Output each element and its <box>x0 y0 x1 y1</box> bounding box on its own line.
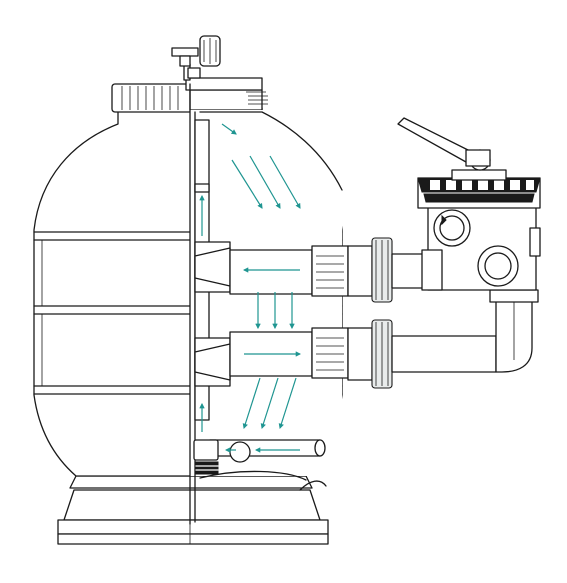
tank-lid <box>111 77 268 113</box>
base-stand <box>57 475 329 545</box>
arrow-down-right-icon <box>231 159 263 209</box>
valve-handle <box>397 117 491 167</box>
arrow-down-right-icon <box>249 155 281 209</box>
arrow-down-right-icon <box>269 155 301 209</box>
arrow-down-right-icon <box>221 123 237 135</box>
drain-plug <box>193 439 327 491</box>
arrow-down-left-icon <box>242 377 261 430</box>
lower-pipe-connection <box>347 319 497 389</box>
multiport-valve <box>417 149 541 291</box>
flow-arrows <box>199 123 302 453</box>
pressure-gauge <box>171 35 221 81</box>
upper-pipe-connection <box>347 237 433 303</box>
elbow-pipe <box>489 289 539 373</box>
arrow-down-left-icon <box>278 377 297 430</box>
arrow-down-left-icon <box>260 377 279 430</box>
inlet-diffuser <box>194 241 349 297</box>
lower-lateral <box>194 327 349 463</box>
